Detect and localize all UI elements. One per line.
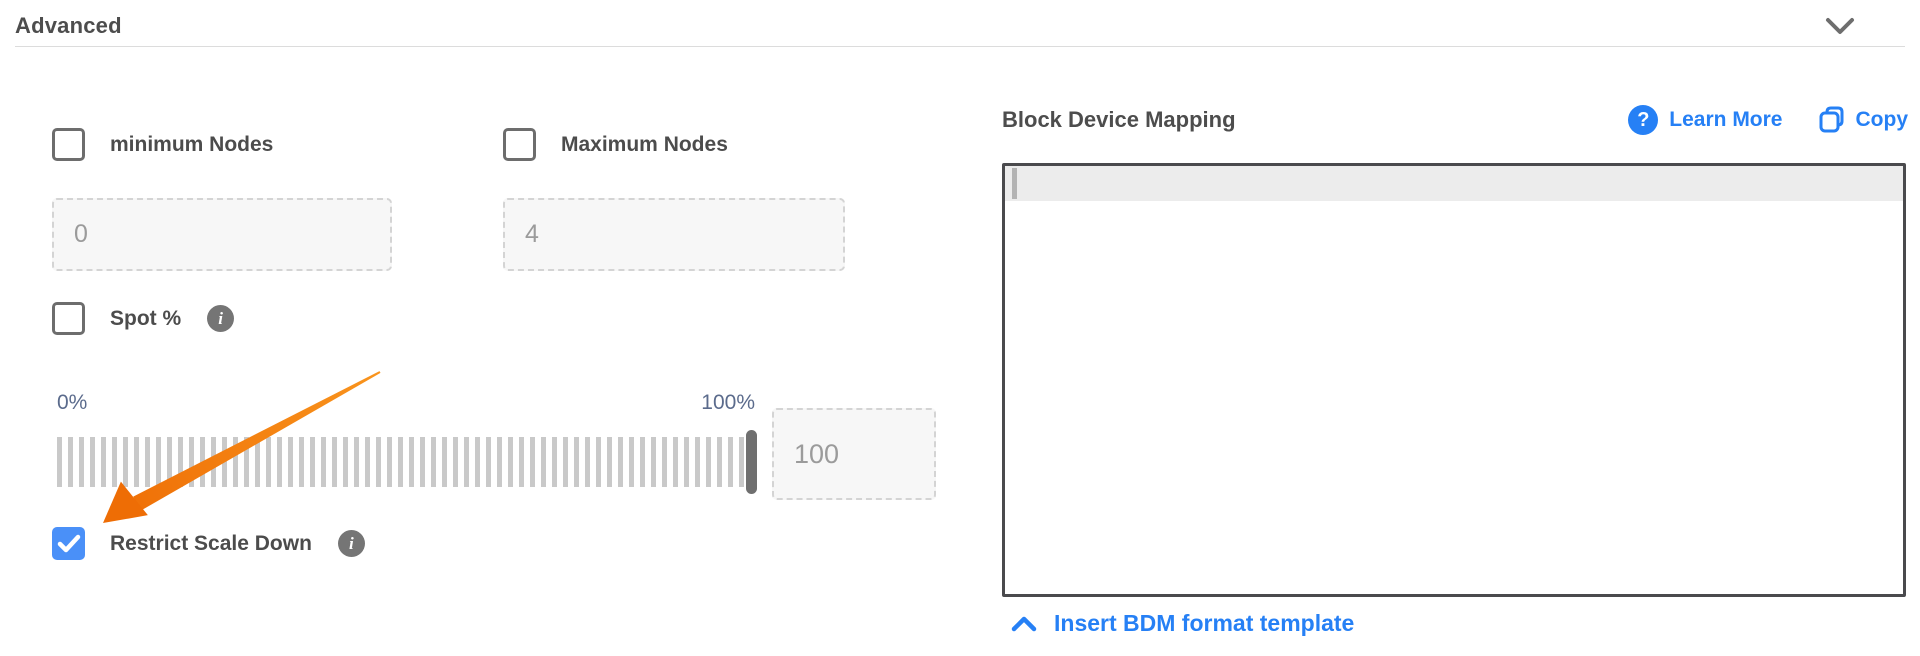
insert-bdm-template-label: Insert BDM format template <box>1054 610 1355 636</box>
copy-label: Copy <box>1855 108 1909 131</box>
header-divider <box>15 46 1905 47</box>
question-mark-icon: ? <box>1628 105 1659 135</box>
chevron-up-icon <box>1011 616 1037 631</box>
spot-percent-input[interactable] <box>772 408 936 500</box>
max-nodes-checkbox-row: Maximum Nodes <box>503 128 728 161</box>
restrict-scale-down-checkbox[interactable] <box>52 527 85 560</box>
max-nodes-checkbox[interactable] <box>503 128 536 161</box>
min-nodes-checkbox-row: minimum Nodes <box>52 128 273 161</box>
advanced-section-title: Advanced <box>15 13 122 38</box>
learn-more-label: Learn More <box>1669 108 1783 131</box>
max-nodes-label: Maximum Nodes <box>561 132 728 156</box>
min-nodes-label: minimum Nodes <box>110 132 274 156</box>
editor-cursor <box>1012 168 1017 199</box>
checkmark-icon <box>57 534 80 552</box>
min-nodes-input[interactable] <box>52 198 392 271</box>
restrict-scale-down-row: Restrict Scale Down i <box>52 527 365 560</box>
spot-checkbox-row: Spot % i <box>52 302 235 335</box>
chevron-down-icon <box>1826 18 1854 34</box>
editor-active-line <box>1005 166 1903 201</box>
spot-percent-slider[interactable] <box>57 430 757 494</box>
advanced-section-header: Advanced <box>15 8 1905 44</box>
restrict-scale-down-label: Restrict Scale Down <box>110 531 312 555</box>
copy-icon <box>1819 106 1843 133</box>
restrict-scale-down-info-icon[interactable]: i <box>337 530 365 557</box>
collapse-section-button[interactable] <box>1823 14 1857 38</box>
spot-label: Spot % <box>110 306 182 330</box>
max-nodes-input[interactable] <box>503 198 845 271</box>
slider-min-label: 0% <box>57 391 88 414</box>
copy-button[interactable]: Copy <box>1819 106 1909 134</box>
bdm-title: Block Device Mapping <box>1002 107 1236 132</box>
learn-more-link[interactable]: ? Learn More <box>1628 105 1783 135</box>
bdm-editor-textarea[interactable] <box>1002 163 1906 597</box>
slider-max-label: 100% <box>701 391 755 414</box>
slider-handle[interactable] <box>746 430 757 494</box>
bdm-actions: ? Learn More Copy <box>1628 105 1908 135</box>
min-nodes-checkbox[interactable] <box>52 128 85 161</box>
spot-info-icon[interactable]: i <box>207 305 235 332</box>
bdm-header: Block Device Mapping ? Learn More Copy <box>1002 100 1908 140</box>
spot-slider-labels: 0% 100% <box>57 391 755 415</box>
spot-checkbox[interactable] <box>52 302 85 335</box>
insert-bdm-template-link[interactable]: Insert BDM format template <box>1010 610 1354 637</box>
